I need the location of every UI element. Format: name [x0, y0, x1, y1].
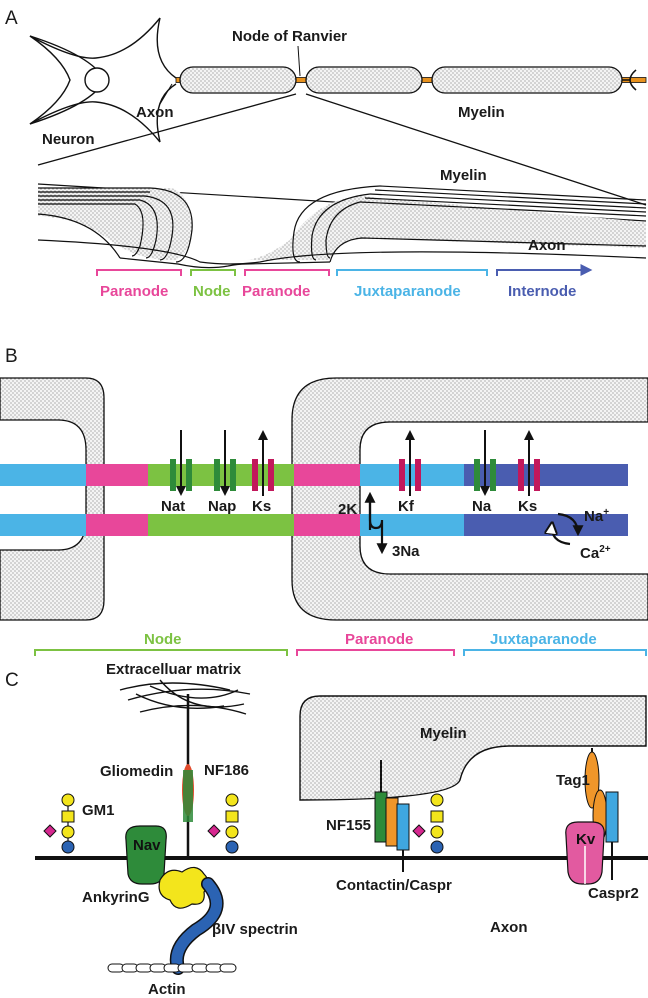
- band-top-paranode-left: [86, 464, 148, 486]
- myelin-label-zoom: Myelin: [440, 167, 487, 184]
- axon-terminal: [622, 69, 637, 91]
- bracket-paranode: [296, 649, 455, 656]
- neuron-soma-right: [156, 17, 177, 143]
- channel-nat: [170, 430, 192, 496]
- band-bottom-juxta-right: [360, 514, 464, 536]
- axon-pointer-line: [159, 83, 173, 105]
- neuron-soma-left: [29, 35, 106, 125]
- ankyring-shape: [158, 866, 209, 909]
- myelin-left-fill: [38, 188, 193, 261]
- gm1-glycan-1: [43, 793, 75, 854]
- spectrin-label: βIV spectrin: [212, 921, 298, 938]
- pump-label-2k: 2K: [338, 501, 357, 518]
- region-label-paranode-2: Paranode: [242, 283, 310, 300]
- band-bottom-node: [148, 514, 294, 536]
- nf186-label: NF186: [204, 762, 249, 779]
- myelin-right-b: [291, 377, 648, 621]
- region-label-paranode-c: Paranode: [345, 631, 413, 648]
- channel-label-nap: Nap: [208, 498, 236, 515]
- gm1-glycan-3: [412, 793, 444, 854]
- myelin-segment-1: [179, 66, 297, 94]
- myelin-label-c: Myelin: [420, 725, 467, 742]
- kv-label: Kv: [576, 831, 596, 848]
- panel-a-label: A: [5, 8, 18, 29]
- region-label-paranode-1: Paranode: [100, 283, 168, 300]
- channel-na-juxta: [474, 430, 496, 496]
- tag1-label: Tag1: [556, 772, 590, 789]
- zoom-line-left: [37, 93, 297, 166]
- nf155-shape: [374, 791, 388, 843]
- exchanger-label-na: Na+: [584, 507, 609, 525]
- band-top-juxta-right: [360, 464, 464, 486]
- spectrin-shape: [171, 878, 222, 974]
- neuron-label: Neuron: [42, 131, 95, 148]
- node-pointer-line: [297, 45, 301, 77]
- actin-filament: [107, 963, 237, 973]
- myelin-label-top: Myelin: [458, 104, 505, 121]
- channel-ks-internode: [518, 430, 540, 496]
- ankyring-label: AnkyrinG: [82, 889, 150, 906]
- axon-membrane-zoomed: [37, 239, 647, 265]
- axon-label-c: Axon: [490, 919, 528, 936]
- zoom-line-right: [305, 93, 647, 206]
- extracellular-matrix-fibres: [119, 679, 251, 715]
- region-label-node: Node: [193, 283, 231, 300]
- axon-label-zoom: Axon: [528, 237, 566, 254]
- band-top-internode: [464, 464, 628, 486]
- channel-nap: [214, 430, 236, 496]
- neuron-nucleus: [84, 67, 110, 93]
- node-of-ranvier-label: Node of Ranvier: [232, 28, 347, 45]
- bracket-node: [34, 649, 288, 656]
- bracket-juxtaparanode: [463, 649, 647, 656]
- panel-b: B: [0, 346, 648, 621]
- myelin-segment-2: [305, 66, 423, 94]
- na-ca-exchanger: [550, 512, 584, 546]
- band-top-juxta-left: [0, 464, 86, 486]
- caspr2-shape: [605, 791, 619, 843]
- panel-a: A Node of Ranvier Axon Myelin Neuron: [5, 8, 647, 300]
- actin-label: Actin: [148, 981, 186, 998]
- nav-label: Nav: [133, 837, 161, 854]
- region-label-internode: Internode: [508, 283, 576, 300]
- myelin-lamellae: [37, 185, 647, 269]
- region-label-node-c: Node: [144, 631, 182, 648]
- nf155-label: NF155: [326, 817, 371, 834]
- channel-kf: [399, 430, 421, 496]
- band-bottom-juxta-left: [0, 514, 86, 536]
- panel-c-label: C: [5, 670, 19, 691]
- ecm-label: Extracelluar matrix: [106, 661, 242, 678]
- panel-c: C Node Paranode Juxtaparanode Extracellu…: [5, 631, 648, 998]
- exchanger-label-ca: Ca2+: [580, 544, 611, 562]
- nf186-shape: [183, 770, 193, 822]
- channel-label-na: Na: [472, 498, 492, 515]
- pump-label-3na: 3Na: [392, 543, 420, 560]
- channel-label-nat: Nat: [161, 498, 185, 515]
- channel-label-ks-1: Ks: [252, 498, 271, 515]
- band-bottom-paranode-right: [294, 514, 360, 536]
- contactin-caspr-label: Contactin/Caspr: [336, 877, 452, 894]
- caspr-shape: [396, 803, 410, 851]
- region-label-juxtaparanode: Juxtaparanode: [354, 283, 461, 300]
- band-bottom-paranode-left: [86, 514, 148, 536]
- tag1-shape: [584, 751, 600, 809]
- axon-label: Axon: [136, 104, 174, 121]
- myelin-segment-3: [431, 66, 623, 94]
- gliomedin-label: Gliomedin: [100, 763, 173, 780]
- nav-channel: [125, 825, 167, 885]
- caspr2-label: Caspr2: [588, 885, 639, 902]
- na-k-pump: [364, 491, 388, 555]
- channel-label-ks-2: Ks: [518, 498, 537, 515]
- region-brackets: [96, 264, 593, 276]
- region-label-juxtaparanode-c: Juxtaparanode: [490, 631, 597, 648]
- channel-label-kf: Kf: [398, 498, 415, 515]
- panel-b-label: B: [5, 346, 18, 367]
- gm1-label: GM1: [82, 802, 115, 819]
- myelin-left-b: [0, 377, 105, 621]
- neuron-soma-outline: [29, 17, 161, 143]
- band-top-paranode-right: [294, 464, 360, 486]
- channel-ks-node: [252, 430, 274, 496]
- gm1-glycan-2: [207, 793, 239, 854]
- contactin-shape: [385, 797, 399, 847]
